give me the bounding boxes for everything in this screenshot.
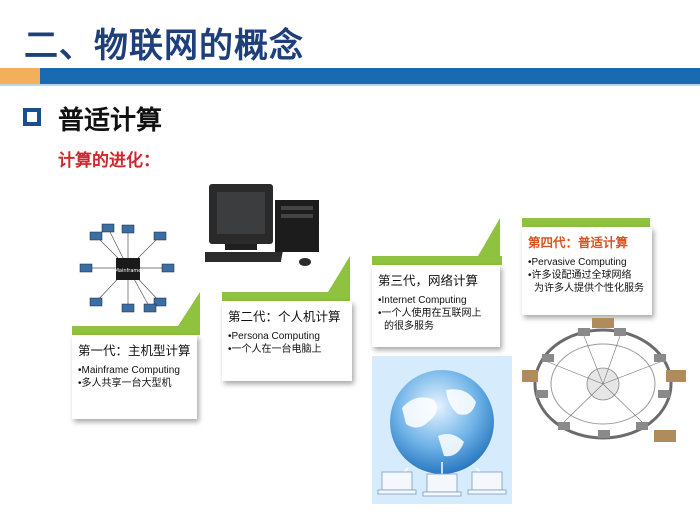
square-bullet-icon	[23, 108, 41, 126]
step-4-line-3: 为许多人提供个性化服务	[534, 283, 644, 294]
step-1-title: 第一代：主机型计算	[78, 344, 191, 358]
mainframe-network-image: Mainframe	[79, 223, 175, 313]
step-3-title: 第三代，网络计算	[378, 274, 479, 288]
step-3-line-3: 的很多服务	[384, 321, 434, 332]
step-2-title: 第二代：个人机计算	[228, 310, 341, 324]
internet-globe-image	[372, 356, 512, 504]
pervasive-computing-image	[522, 318, 686, 442]
section-heading: 普适计算	[58, 106, 163, 136]
step-4-bar	[522, 218, 650, 227]
step-3-bar	[372, 256, 502, 265]
personal-computer-image	[205, 184, 319, 266]
mainframe-label: Mainframe	[115, 268, 142, 274]
step-1-line-2: •多人共享一台大型机	[78, 378, 172, 389]
step-1-line-1: •Mainframe Computing	[78, 365, 180, 376]
step-3-card: 第三代，网络计算 •Internet Computing •一个人使用在互联网上…	[372, 265, 500, 347]
step-4-title: 第四代：普适计算	[528, 236, 629, 250]
step-2-line-1: •Persona Computing	[228, 331, 320, 342]
step-2-card: 第二代：个人机计算 •Persona Computing •一个人在一台电脑上	[222, 301, 352, 381]
header-band-line	[0, 84, 700, 86]
step-4-line-1: •Pervasive Computing	[528, 257, 627, 268]
step-4-card: 第四代：普适计算 •Pervasive Computing •许多设配通过全球网…	[522, 227, 652, 315]
step-3-line-1: •Internet Computing	[378, 295, 467, 306]
slide-title: 二、物联网的概念	[24, 26, 304, 66]
section-subheading: 计算的进化：	[58, 151, 160, 171]
header-band-orange	[0, 68, 40, 84]
step-2-line-2: •一个人在一台电脑上	[228, 344, 322, 355]
step-2-bar	[222, 292, 350, 301]
step-4-line-2: •许多设配通过全球网络	[528, 270, 632, 281]
step-3-line-2: •一个人使用在互联网上	[378, 308, 482, 319]
step-1-bar	[72, 326, 200, 335]
header-band-blue	[40, 68, 700, 84]
step-1-card: 第一代：主机型计算 •Mainframe Computing •多人共享一台大型…	[72, 335, 197, 419]
